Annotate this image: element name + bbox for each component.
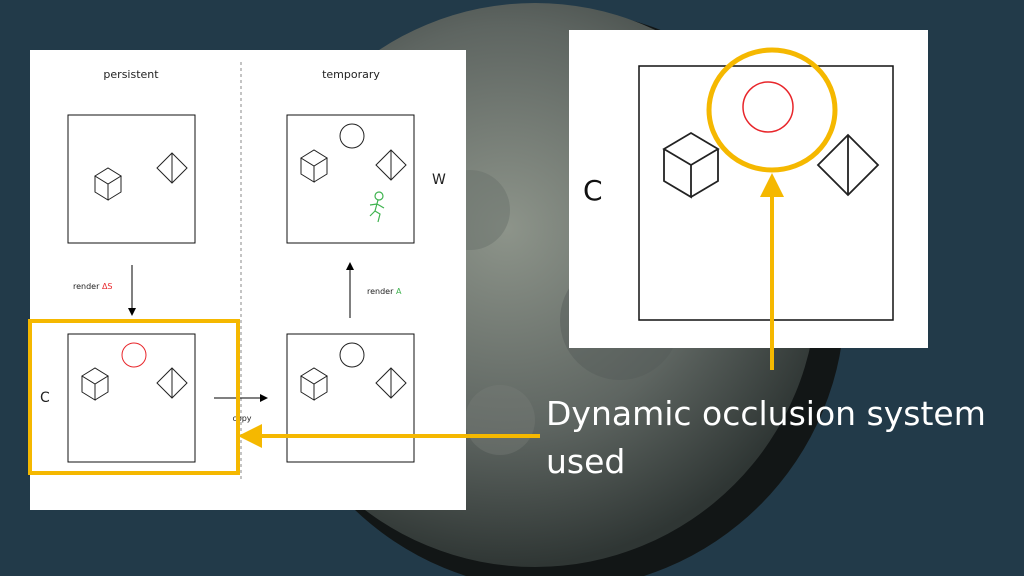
persistent-top-box — [67, 114, 196, 244]
diamond-icon — [816, 133, 880, 197]
caption-line-1: Dynamic occlusion system — [546, 394, 986, 433]
diamond-icon — [375, 367, 407, 399]
zoom-svg: C — [583, 65, 894, 321]
runner-icon — [369, 191, 385, 223]
zoom-box — [638, 65, 894, 321]
cube-icon — [94, 167, 122, 201]
cube-icon — [300, 149, 328, 183]
zoom-label-c: C — [583, 174, 603, 207]
temporary-bottom-box — [286, 333, 415, 463]
column-temporary-label: temporary — [322, 68, 380, 81]
circle-icon — [339, 342, 365, 368]
persistent-bottom-box — [67, 333, 196, 463]
render-a-label: render A — [367, 287, 402, 296]
moon-crater — [465, 385, 535, 455]
dynamic-circle-icon — [121, 342, 147, 368]
caption-line-2: used — [546, 442, 626, 481]
label-w: W — [432, 172, 446, 188]
diagram-panel: persistent temporary W render ΔS rend — [30, 50, 466, 510]
copy-label: copy — [232, 414, 251, 423]
render-delta-label: render ΔS — [73, 282, 113, 291]
diamond-icon — [156, 152, 188, 184]
zoom-panel: C — [569, 30, 928, 348]
label-c: C — [40, 390, 50, 406]
cube-icon — [662, 131, 720, 199]
column-persistent-label: persistent — [103, 68, 159, 81]
slide-caption: Dynamic occlusion system used — [546, 390, 1016, 486]
render-a-symbol: A — [396, 287, 402, 296]
circle-icon — [339, 123, 365, 149]
dynamic-circle-icon — [742, 81, 794, 133]
render-delta-symbol: ΔS — [102, 282, 113, 291]
diamond-icon — [375, 149, 407, 181]
diagram-svg: persistent temporary W render ΔS rend — [40, 62, 446, 480]
temporary-top-box — [286, 114, 415, 244]
cube-icon — [300, 367, 328, 401]
diamond-icon — [156, 367, 188, 399]
cube-icon — [81, 367, 109, 401]
